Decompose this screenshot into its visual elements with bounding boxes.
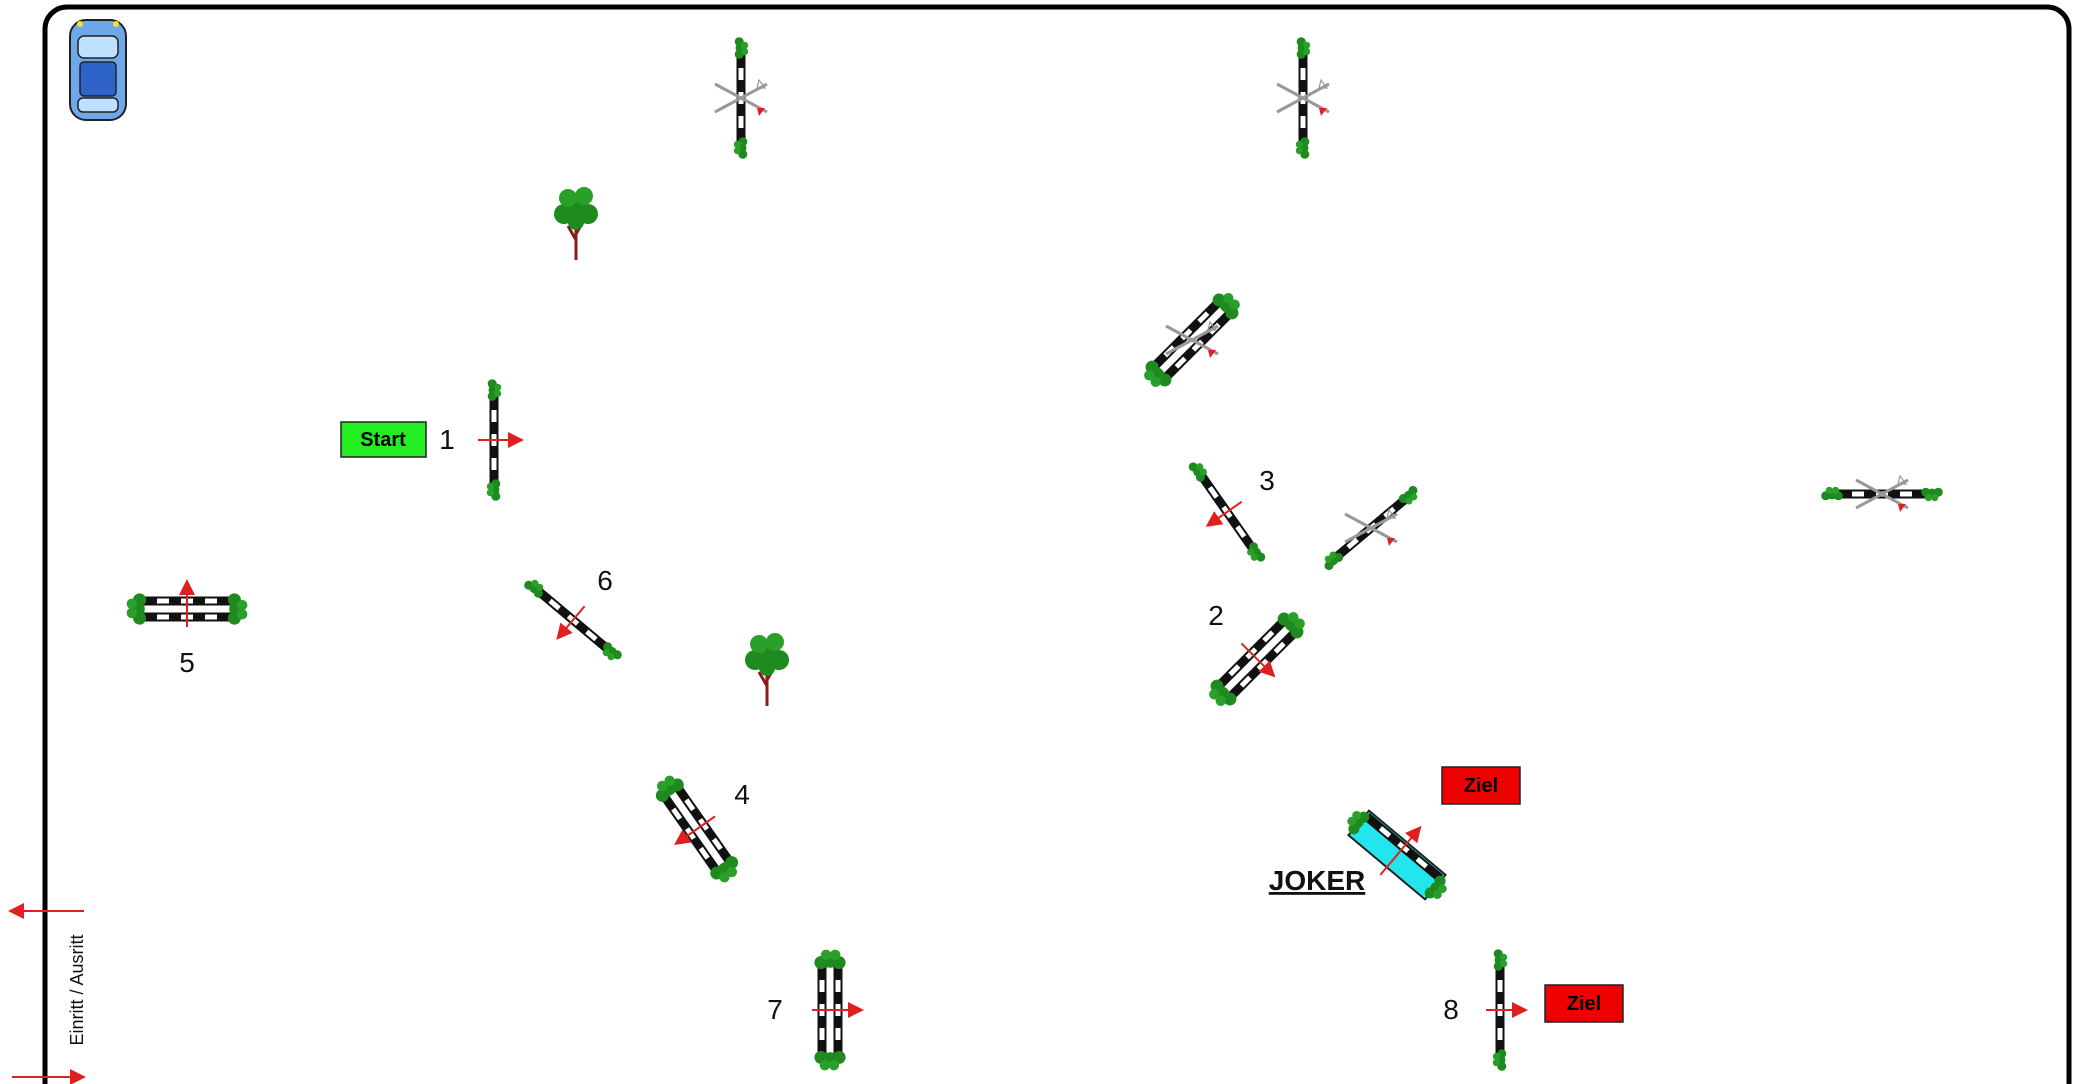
obstacle-7	[812, 950, 864, 1071]
car-icon	[69, 19, 127, 121]
obstacle-number-3: 3	[1259, 465, 1275, 496]
obstacle-number-8: 8	[1443, 994, 1459, 1025]
obstacle-number-4: 4	[734, 779, 750, 810]
obstacle-6	[512, 567, 631, 676]
obstacle-number-7: 7	[767, 994, 783, 1025]
obstacle-number-6: 6	[597, 565, 613, 596]
start-box: Start	[340, 421, 427, 458]
obstacle-decor-top-left	[713, 37, 769, 159]
obstacle-3	[1174, 452, 1277, 575]
obstacle-number-1: 1	[439, 424, 455, 455]
obstacle-8	[1486, 949, 1528, 1071]
arena-border	[42, 4, 2072, 1084]
obstacle-4	[643, 767, 750, 892]
obstacle-2	[1199, 601, 1316, 718]
finish-box-top: Ziel	[1441, 766, 1521, 805]
finish-label-bottom: Ziel	[1567, 993, 1601, 1015]
tree-icon	[552, 185, 600, 262]
finish-label-top: Ziel	[1464, 775, 1498, 797]
start-label: Start	[360, 429, 406, 451]
obstacle-number-2: 2	[1208, 600, 1224, 631]
obstacle-decor-mid	[1305, 466, 1437, 591]
obstacle-5	[127, 579, 248, 627]
finish-box-bottom: Ziel	[1544, 984, 1624, 1023]
obstacle-decor-top-right	[1275, 37, 1331, 159]
obstacle-number-5: 5	[179, 647, 195, 678]
obstacle-decor-right	[1821, 474, 1943, 514]
obstacle-1	[478, 379, 524, 501]
joker-label: JOKER	[1269, 865, 1365, 896]
tree-icon	[743, 631, 791, 708]
joker-obstacle	[1341, 805, 1453, 905]
entrance-label: Einritt / Ausritt	[67, 934, 87, 1045]
obstacle-decor-oxer	[1127, 275, 1256, 404]
